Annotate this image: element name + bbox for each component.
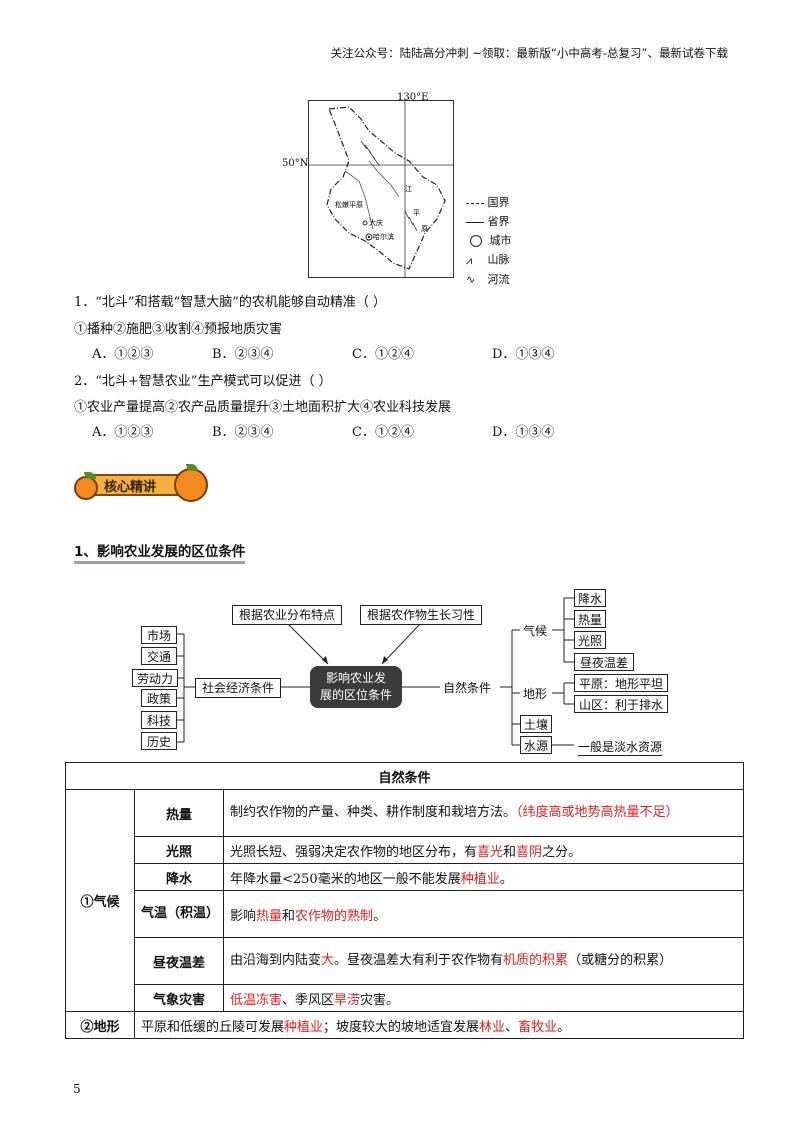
label-natural: 自然条件 <box>443 681 492 695</box>
box-temp-diff: 昼夜温差 <box>574 653 634 671</box>
label-climate: 气候 <box>523 624 548 638</box>
box-sunlight: 光照 <box>574 631 606 649</box>
svg-text:松嫩平原: 松嫩平原 <box>335 200 363 209</box>
legend-river: ∿ 河流 <box>466 272 510 287</box>
box-heat: 热量 <box>574 610 606 628</box>
label-terrain: 地形 <box>523 687 548 701</box>
box-market: 市场 <box>141 626 177 644</box>
box-policy: 政策 <box>141 689 177 707</box>
table-row: 气温（积温） 影响热量和农作物的熟制。 <box>66 890 744 938</box>
q1-option-c[interactable]: C．①②④ <box>352 347 414 362</box>
question-1-items: ①播种②施肥③收割④预报地质灾害 <box>74 322 283 337</box>
table-row: ①气候 热量 制约农作物的产量、种类、耕作制度和栽培方法。（纬度高或地势高热量不… <box>65 789 744 1012</box>
row-label-sunlight: 光照 <box>134 836 224 864</box>
question-2-stem: 2．“北斗+智慧农业”生产模式可以促进（ ） <box>74 374 332 389</box>
latitude-label: 50°N <box>282 158 309 169</box>
box-labor: 劳动力 <box>132 669 178 687</box>
heilongjiang-map: 松嫩平原 大庆 哈尔滨 江 平 原 <box>308 100 454 278</box>
table-row: 光照 光照长短、强弱决定农作物的地区分布，有喜光和喜阴之分。 <box>66 836 744 864</box>
row-label-temperature: 气温（积温） <box>134 890 224 938</box>
leaf-icon <box>186 464 198 471</box>
page-number: 5 <box>73 1082 81 1096</box>
box-plain: 平原：地形平坦 <box>574 674 668 692</box>
box-water: 水源 <box>520 736 552 754</box>
row-label-heat: 热量 <box>134 789 224 837</box>
longitude-label: 130°E <box>397 92 429 103</box>
box-transport: 交通 <box>141 647 177 665</box>
svg-text:哈尔滨: 哈尔滨 <box>373 232 394 241</box>
box-history: 历史 <box>141 732 177 750</box>
svg-text:平: 平 <box>413 209 420 217</box>
legend-city: 城市 <box>466 231 512 250</box>
svg-text:原: 原 <box>421 225 428 233</box>
row-label-disaster: 气象灾害 <box>134 984 224 1012</box>
row-text-terrain: 平原和低缓的丘陵可发展种植业；坡度较大的坡地适宜发展林业、畜牧业。 <box>134 1011 744 1039</box>
row-label-temp-diff: 昼夜温差 <box>134 937 224 985</box>
box-technology: 科技 <box>141 711 177 729</box>
natural-conditions-table: 自然条件 ①气候 热量 制约农作物的产量、种类、耕作制度和栽培方法。（纬度高或地… <box>65 762 744 1039</box>
mindmap-connectors <box>176 597 574 746</box>
q2-option-c[interactable]: C．①②④ <box>352 425 414 440</box>
leaf-icon <box>84 472 96 479</box>
svg-text:江: 江 <box>405 185 412 193</box>
center-line-2: 展的区位条件 <box>319 688 392 702</box>
row-text-temperature: 影响热量和农作物的熟制。 <box>223 890 744 938</box>
q2-option-b[interactable]: B．②③④ <box>212 425 274 440</box>
table-title: 自然条件 <box>65 762 744 790</box>
legend-border: 国界 <box>466 193 512 212</box>
box-mountain: 山区：利于排水 <box>574 695 668 713</box>
box-growth-habits: 根据农作物生长习性 <box>360 605 482 625</box>
row-text-sunlight: 光照长短、强弱决定农作物的地区分布，有喜光和喜阴之分。 <box>223 836 744 864</box>
q1-option-d[interactable]: D．①③④ <box>492 347 555 362</box>
section-title: 1、影响农业发展的区位条件 <box>74 540 246 564</box>
box-precipitation: 降水 <box>574 589 606 607</box>
box-distribution-features: 根据农业分布特点 <box>232 605 342 625</box>
page-header: 关注公众号：陆陆高分冲刺 ~领取：最新版“小中高考-总复习”、最新试卷下载 <box>330 46 728 60</box>
center-node: 影响农业发 展的区位条件 <box>310 666 402 708</box>
badge-label: 核心精讲 <box>104 480 157 495</box>
core-lecture-badge: 核心精讲 <box>74 464 208 502</box>
map-drawing: 松嫩平原 大庆 哈尔滨 江 平 原 <box>309 101 453 277</box>
climate-label: ①气候 <box>65 789 135 1012</box>
row-text-disaster: 低温冻害、季风区旱涝灾害。 <box>223 984 744 1012</box>
legend-mountain: ⩘ 山脉 <box>466 253 510 267</box>
legend-province: 省界 <box>466 212 512 231</box>
center-line-1: 影响农业发 <box>325 671 386 685</box>
question-1-stem: 1．“北斗”和搭载“智慧大脑”的农机能够自动精准（ ） <box>74 295 386 310</box>
q1-option-a[interactable]: A．①②③ <box>92 347 154 362</box>
label-freshwater: 一般是淡水资源 <box>578 740 663 756</box>
box-soil: 土壤 <box>520 715 552 733</box>
table-row: 气象灾害 低温冻害、季风区旱涝灾害。 <box>66 984 744 1012</box>
q2-option-a[interactable]: A．①②③ <box>92 425 154 440</box>
row-text-heat: 制约农作物的产量、种类、耕作制度和栽培方法。（纬度高或地势高热量不足） <box>223 789 744 837</box>
row-text-precipitation: 年降水量<250毫米的地区一般不能发展种植业。 <box>223 863 744 891</box>
box-social-economic: 社会经济条件 <box>195 678 281 698</box>
terrain-label: ②地形 <box>65 1011 135 1039</box>
table-row: 昼夜温差 由沿海到内陆变大。昼夜温差大有利于农作物有机质的积累（或糖分的积累） <box>66 937 744 985</box>
row-text-temp-diff: 由沿海到内陆变大。昼夜温差大有利于农作物有机质的积累（或糖分的积累） <box>223 937 744 985</box>
q1-option-b[interactable]: B．②③④ <box>212 347 274 362</box>
q2-option-d[interactable]: D．①③④ <box>492 425 555 440</box>
row-label-precipitation: 降水 <box>134 863 224 891</box>
table-row: ②地形 平原和低缓的丘陵可发展种植业；坡度较大的坡地适宜发展林业、畜牧业。 <box>65 1011 744 1039</box>
map-legend: 国界 省界 城市 ⩘ 山脉 ∿ 河流 <box>466 193 512 289</box>
svg-text:大庆: 大庆 <box>369 218 383 227</box>
table-row: 降水 年降水量<250毫米的地区一般不能发展种植业。 <box>66 863 744 891</box>
question-2-items: ①农业产量提高②农产品质量提升③土地面积扩大④农业科技发展 <box>74 400 452 415</box>
